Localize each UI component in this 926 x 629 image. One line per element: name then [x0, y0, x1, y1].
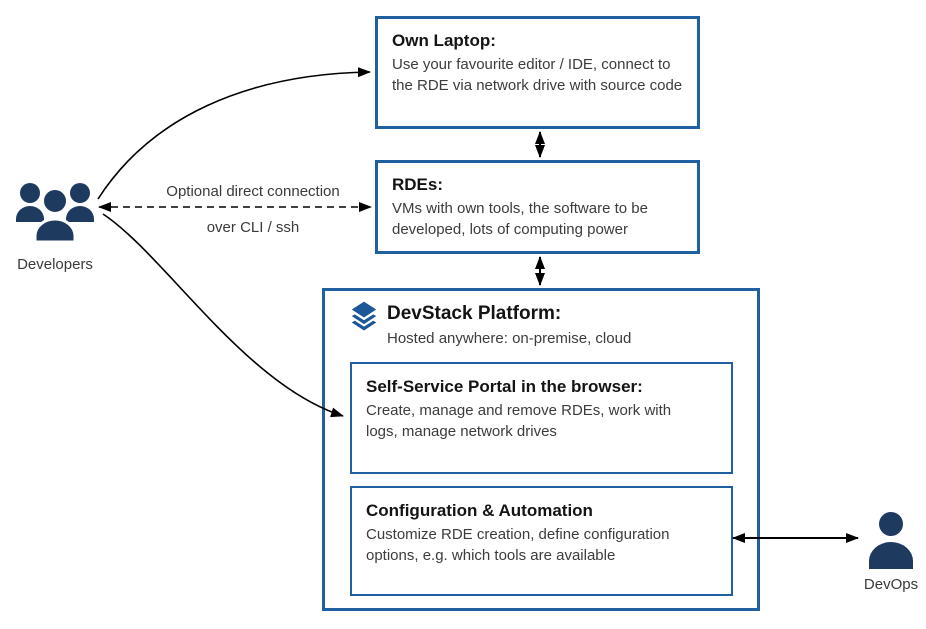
own-laptop-body: Use your favourite editor / IDE, connect… — [392, 56, 683, 94]
person-icon — [869, 512, 913, 569]
developers-group-icon — [15, 180, 95, 244]
config-title: Configuration & Automation — [366, 501, 593, 520]
rdes-body: VMs with own tools, the software to be d… — [392, 200, 648, 238]
config-body: Customize RDE creation, define configura… — [366, 526, 670, 564]
devops-label: DevOps — [863, 576, 919, 593]
rdes-box: RDEs: VMs with own tools, the software t… — [375, 160, 700, 254]
devops-person-icon — [866, 511, 916, 569]
platform-title: DevStack Platform: — [387, 303, 562, 324]
layers-icon — [351, 301, 377, 331]
own-laptop-box: Own Laptop: Use your favourite editor / … — [375, 16, 700, 129]
optional-connection-label-line1: Optional direct connection — [166, 183, 340, 200]
arrow-developers-to-laptop — [97, 67, 371, 200]
rdes-title: RDEs: — [392, 175, 444, 194]
self-service-portal-box: Self-Service Portal in the browser: Crea… — [350, 362, 733, 474]
platform-subtitle: Hosted anywhere: on-premise, cloud — [387, 330, 632, 347]
devstack-platform-box: DevStack Platform: Hosted anywhere: on-p… — [322, 288, 760, 611]
arrow-developers-to-portal — [102, 213, 344, 418]
own-laptop-title: Own Laptop: — [392, 31, 496, 50]
people-group-icon — [16, 183, 94, 244]
developers-label: Developers — [17, 256, 93, 273]
optional-connection-label-line2: over CLI / ssh — [206, 219, 300, 236]
portal-body: Create, manage and remove RDEs, work wit… — [366, 402, 672, 440]
platform-header: DevStack Platform: Hosted anywhere: on-p… — [349, 301, 631, 349]
configuration-automation-box: Configuration & Automation Customize RDE… — [350, 486, 733, 596]
portal-title: Self-Service Portal in the browser: — [366, 377, 643, 396]
